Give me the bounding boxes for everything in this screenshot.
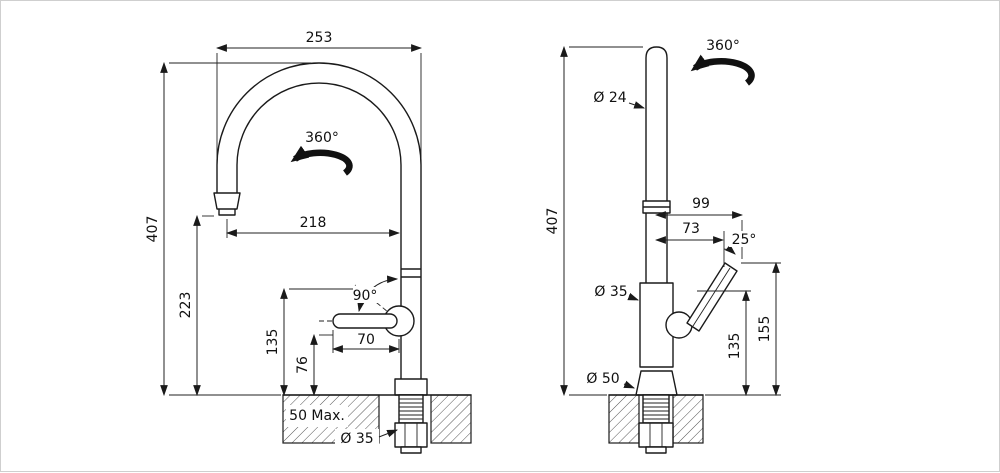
dim-outlet-height: 223 — [178, 214, 214, 397]
dim-side-height-label: 407 — [545, 208, 561, 235]
handle-swing: 90° — [347, 275, 399, 313]
dim-body-diameter-label: Ø 35 — [594, 284, 627, 300]
dim-reach: 218 — [225, 215, 401, 238]
lever-front — [332, 313, 398, 329]
nut-facets-side — [649, 423, 663, 447]
dim-lever-length-label: 70 — [357, 332, 375, 348]
dim-lever-top-height: 155 — [741, 261, 781, 397]
dim-lever-length: 70 — [331, 330, 401, 353]
dim-lever-height-side: 135 — [697, 289, 781, 397]
swivel-side-label: 360° — [706, 38, 740, 54]
swivel-side: 360° — [690, 38, 755, 86]
counter-hatch-right — [430, 394, 472, 444]
nut-facets-front — [404, 423, 418, 447]
dim-front-height: 407 — [145, 61, 311, 397]
front-view: 253 407 223 360° 218 90° — [145, 30, 472, 454]
handle-swing-label: 90° — [353, 288, 378, 304]
mount-nut-side — [638, 422, 674, 448]
dim-lever-top-height-label: 155 — [757, 316, 773, 343]
dim-reach-label: 218 — [300, 215, 327, 231]
dim-spout-tube: Ø 24 — [593, 90, 646, 109]
dim-lever-offset: 73 — [654, 221, 725, 244]
dim-lever-height-front: 135 — [265, 287, 353, 397]
dim-lever-angle-label: 25° — [732, 232, 757, 248]
dim-side-height: 407 — [545, 45, 643, 397]
counter-thickness: 50 Max. — [286, 405, 348, 427]
washer-side — [645, 446, 667, 454]
stem-threads-side — [643, 398, 669, 420]
dim-lever-height-side-label: 135 — [727, 333, 743, 360]
faucet-front-outline — [213, 62, 422, 380]
counter-hatch-right-side — [672, 394, 704, 444]
base-flange-side — [635, 370, 678, 396]
threaded-stem-front — [398, 394, 424, 424]
dim-front-width-label: 253 — [306, 30, 333, 46]
dim-front-width: 253 — [215, 30, 423, 159]
rotation-arrow-side-icon — [690, 54, 755, 86]
stem-threads-front — [399, 398, 423, 420]
base-flange-front — [394, 378, 428, 396]
dim-front-height-label: 407 — [145, 216, 161, 243]
dim-lever-reach-label: 99 — [692, 196, 710, 212]
dim-base-diameter: Ø 50 — [586, 371, 636, 389]
dim-lever-height-front-label: 135 — [265, 329, 281, 356]
dim-mount-hole-label: Ø 35 — [340, 431, 373, 447]
swivel-front-label: 360° — [305, 130, 339, 146]
threaded-stem-side — [642, 394, 670, 424]
dim-outlet-height-label: 223 — [178, 292, 194, 319]
dim-lever-clearance-label: 76 — [295, 356, 311, 374]
swivel-front: 360° — [290, 130, 353, 176]
washer-front — [400, 446, 422, 454]
dim-mount-hole: Ø 35 — [335, 429, 399, 447]
dim-lever-offset-label: 73 — [682, 221, 700, 237]
lever-side-detail — [692, 267, 731, 327]
dim-lever-clearance: 76 — [295, 333, 333, 397]
side-view: 360° Ø 24 407 99 73 — [545, 38, 781, 454]
dim-base-diameter-label: Ø 50 — [586, 371, 619, 387]
counter-hatch-left-side — [608, 394, 640, 444]
counter-thickness-label: 50 Max. — [289, 408, 345, 424]
lever-pivot-side — [665, 311, 693, 339]
dim-lever-angle: 25° — [723, 231, 759, 267]
dim-body-diameter: Ø 35 — [594, 284, 640, 301]
rotation-arrow-icon — [290, 145, 353, 176]
dim-spout-tube-label: Ø 24 — [593, 90, 626, 106]
mount-nut-front — [394, 422, 428, 448]
